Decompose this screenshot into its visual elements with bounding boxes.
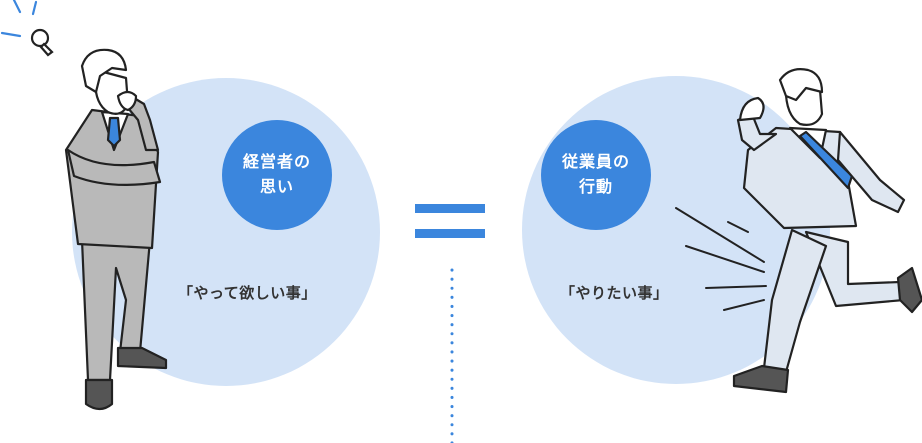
employee-badge-line1: 従業員の <box>561 152 630 172</box>
equals-bar-bottom <box>415 229 485 238</box>
lightbulb-icon <box>0 0 54 57</box>
employee-badge-line2: 行動 <box>578 177 613 196</box>
owner-badge-line1: 経営者の <box>242 152 311 172</box>
wanted-done-phrase: 「やって欲しい事」 <box>178 284 317 302</box>
equals-bar-top <box>415 204 485 213</box>
employee-actions-badge: 従業員の 行動 <box>541 120 651 230</box>
owner-thoughts-badge: 経営者の 思い <box>222 120 332 230</box>
owner-badge-line2: 思い <box>259 177 294 196</box>
want-to-do-phrase: 「やりたい事」 <box>560 284 669 302</box>
